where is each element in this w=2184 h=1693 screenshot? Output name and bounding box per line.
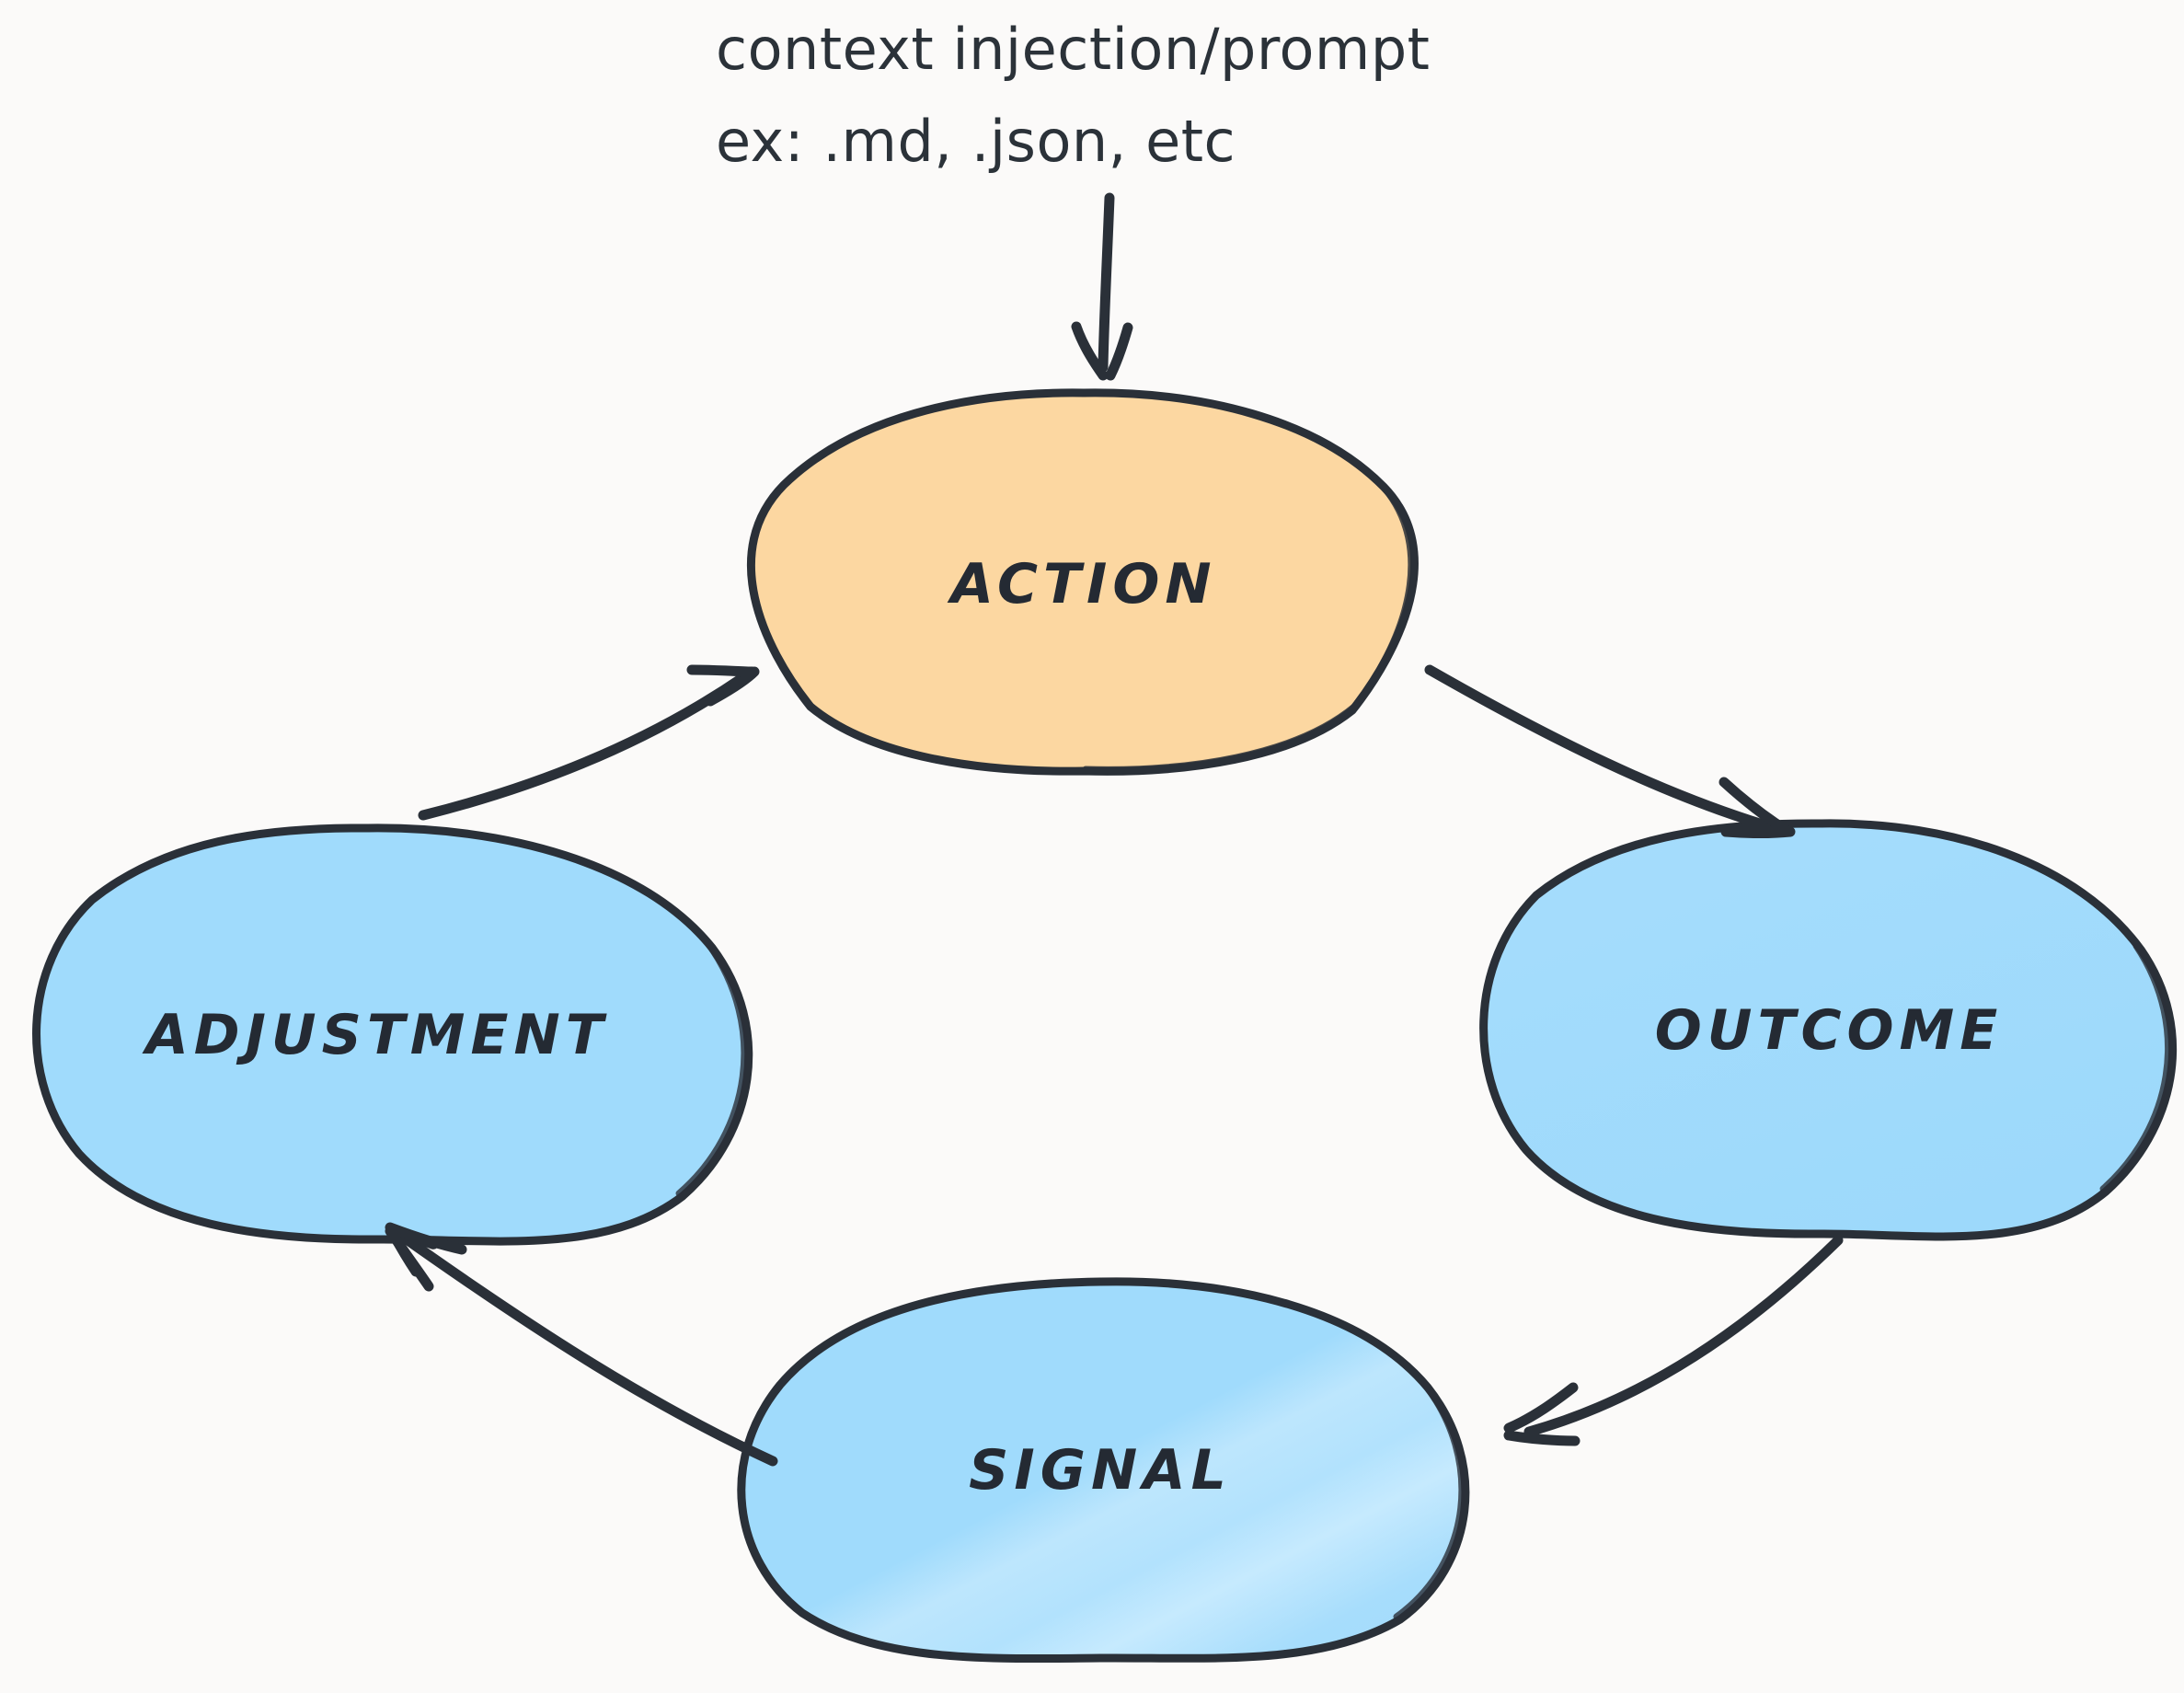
node-adjustment[interactable]: ADJUSTMENT bbox=[32, 823, 753, 1246]
adjustment-ellipse-sketch-overstroke bbox=[675, 940, 748, 1197]
signal-adjustment-arrow-head-b bbox=[385, 1222, 467, 1292]
outcome-label: OUTCOME bbox=[1655, 998, 2003, 1063]
context-injection-caption: context injection/prompt ex: .md, .json,… bbox=[716, 16, 1431, 175]
input-arrow-shaft bbox=[1098, 192, 1115, 373]
edge-outcome-to-signal-arrow bbox=[1503, 1235, 1844, 1446]
outcome-signal-arrow-shaft bbox=[1523, 1235, 1844, 1437]
outcome-ellipse-sketch-overstroke bbox=[2099, 942, 2172, 1192]
edge-action-to-outcome-arrow bbox=[1424, 664, 1796, 838]
action-label: ACTION bbox=[947, 552, 1216, 616]
caption-line-2: ex: .md, .json, etc bbox=[716, 108, 1236, 175]
adjustment-label: ADJUSTMENT bbox=[142, 1003, 608, 1067]
action-ellipse-sketch-overstroke bbox=[1082, 479, 1415, 773]
adjustment-action-arrow-head bbox=[686, 664, 760, 707]
action-outcome-arrow-head bbox=[1718, 777, 1796, 838]
adjustment-action-arrow-shaft bbox=[418, 672, 749, 821]
signal-adjustment-arrow-shaft bbox=[392, 1227, 778, 1467]
signal-label: SIGNAL bbox=[969, 1438, 1232, 1503]
signal-ellipse-sketch-overstroke bbox=[1393, 1380, 1466, 1620]
node-outcome[interactable]: OUTCOME bbox=[1479, 819, 2178, 1241]
input-arrow-head bbox=[1071, 321, 1133, 381]
edge-input-to-action-arrow bbox=[1071, 192, 1133, 381]
edge-adjustment-to-action-arrow bbox=[418, 664, 760, 821]
action-outcome-arrow-shaft bbox=[1424, 664, 1787, 835]
node-signal[interactable]: SIGNAL bbox=[737, 1277, 1470, 1664]
node-action[interactable]: ACTION bbox=[747, 388, 1419, 776]
adjustment-ellipse-shape bbox=[32, 823, 753, 1246]
caption-line-1: context injection/prompt bbox=[716, 16, 1431, 83]
outcome-ellipse-shape bbox=[1479, 819, 2178, 1241]
edge-signal-to-adjustment-arrow bbox=[385, 1222, 778, 1467]
outcome-signal-arrow-head bbox=[1503, 1382, 1581, 1446]
